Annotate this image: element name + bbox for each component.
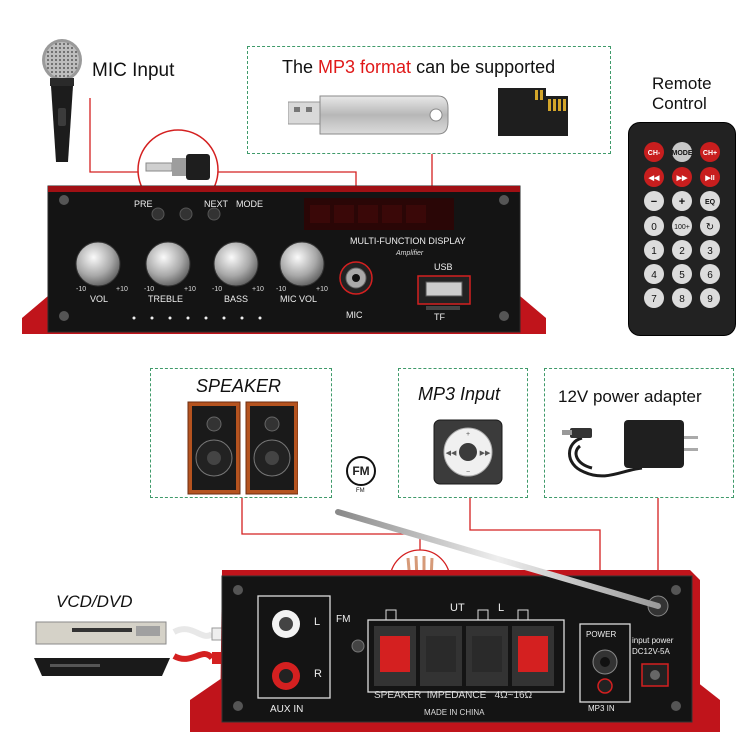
mic-jack-label: MIC xyxy=(346,310,363,320)
knob-treble-max: +10 xyxy=(184,286,196,293)
remote-buttons: CH- MODE CH+ ◀◀ ▶▶ ▶II − + EQ 0 100+ ↻ 1… xyxy=(644,142,720,308)
speakers-icon xyxy=(187,401,298,495)
vcd-dvd-label: VCD/DVD xyxy=(56,592,133,611)
knob-mic-vol-max: +10 xyxy=(316,286,328,293)
mp3-player-icon: + − ◀◀ ▶▶ xyxy=(433,419,503,485)
knob-vol[interactable]: -10 +10 VOL xyxy=(76,286,132,306)
svg-text:+: + xyxy=(466,431,470,438)
mp3-input-box xyxy=(398,368,528,498)
knob-vol-max: +10 xyxy=(116,286,128,293)
fm-antenna-icon: FM xyxy=(346,456,376,486)
remote-ch-plus: CH+ xyxy=(703,150,717,157)
svg-text:▶▶: ▶▶ xyxy=(676,175,688,182)
svg-text:−: − xyxy=(466,469,470,476)
mic-input-label: MIC Input xyxy=(92,60,175,81)
knob-treble-min: -10 xyxy=(144,286,155,293)
amplifier-front-panel xyxy=(22,185,546,334)
knob-treble-label: TREBLE xyxy=(148,294,184,304)
rear-fm-label: FM xyxy=(336,614,351,625)
power-adapter-icon xyxy=(562,420,698,478)
out-label: UT xyxy=(450,602,465,614)
tf-label: TF xyxy=(434,312,445,322)
btn-mode-label: MODE xyxy=(236,199,263,209)
svg-text:+: + xyxy=(679,196,685,208)
knob-treble[interactable]: -10 +10 TREBLE xyxy=(144,286,200,306)
rear-r-label: R xyxy=(314,668,322,680)
remote-key-100: 100+ xyxy=(674,224,690,231)
rear-l-label: L xyxy=(314,616,321,628)
power-adapter-label: 12V power adapter xyxy=(558,387,702,406)
remote-key-2: 2 xyxy=(679,246,685,257)
remote-key-5: 5 xyxy=(679,270,685,281)
mp3-input-label: MP3 Input xyxy=(418,384,501,404)
remote-eq: EQ xyxy=(705,199,716,206)
knob-mic-vol-label: MIC VOL xyxy=(280,294,318,304)
speaker-box xyxy=(150,368,332,498)
svg-text:−: − xyxy=(651,196,657,208)
remote-key-9: 9 xyxy=(707,294,713,305)
aux-in-label: AUX IN xyxy=(270,704,304,715)
made-in-label: MADE IN CHINA xyxy=(424,708,485,717)
power-adapter-box xyxy=(544,368,734,498)
impedance-label: SPEAKER IMPEDANCE 4Ω~16Ω xyxy=(374,690,533,701)
knob-bass-label: BASS xyxy=(224,294,249,304)
power-label: POWER xyxy=(586,630,617,639)
usb-label: USB xyxy=(434,262,453,272)
mp3-in-label: MP3 IN xyxy=(588,704,615,713)
mp3-caption-highlight: MP3 format xyxy=(318,57,412,77)
remote-key-1: 1 xyxy=(651,246,657,257)
mp3-format-box xyxy=(247,46,611,154)
remote-label-line1: Remote xyxy=(652,74,712,93)
remote-key-6: 6 xyxy=(707,270,713,281)
input-power-label: input power xyxy=(632,636,674,645)
remote-key-7: 7 xyxy=(651,294,657,305)
display-label: MULTI-FUNCTION DISPLAY xyxy=(350,236,466,246)
remote-key-0: 0 xyxy=(651,222,657,233)
btn-next-label: NEXT xyxy=(204,199,229,209)
knob-vol-label: VOL xyxy=(90,294,109,304)
remote-key-4: 4 xyxy=(651,270,657,281)
knob-bass-max: +10 xyxy=(252,286,264,293)
dc-rating-label: DC12V-5A xyxy=(632,647,670,656)
microphone-icon xyxy=(42,39,82,162)
remote-label-line2: Control xyxy=(652,94,707,113)
remote-key-3: 3 xyxy=(707,246,713,257)
tf-card-icon xyxy=(498,88,568,136)
knob-bass-min: -10 xyxy=(212,286,223,293)
fm-caption: FM xyxy=(356,488,365,494)
amplifier-rear-panel xyxy=(190,509,720,732)
brand-label: Amplifier xyxy=(396,250,424,257)
btn-prev-label: PRE xyxy=(134,199,153,209)
knob-mic-vol-min: -10 xyxy=(276,286,287,293)
dvd-player-icon xyxy=(34,621,170,676)
remote-ch-minus: CH- xyxy=(648,150,661,157)
out-l-label: L xyxy=(498,602,505,614)
mp3-caption-suffix: can be supported xyxy=(411,57,556,77)
svg-text:▶▶: ▶▶ xyxy=(480,450,491,457)
mp3-format-caption: The MP3 format can be supported xyxy=(282,57,555,78)
mp3-caption-prefix: The xyxy=(282,57,319,77)
speaker-label: SPEAKER xyxy=(196,376,282,396)
remote-key-return: ↻ xyxy=(706,222,714,233)
svg-text:◀◀: ◀◀ xyxy=(648,175,660,182)
knob-vol-min: -10 xyxy=(76,286,87,293)
knob-mic-vol[interactable]: -10 +10 MIC VOL xyxy=(276,286,332,306)
usb-stick-icon xyxy=(288,95,449,135)
svg-text:▶II: ▶II xyxy=(704,175,714,182)
remote-key-8: 8 xyxy=(679,294,685,305)
svg-text:◀◀: ◀◀ xyxy=(446,450,457,457)
knob-bass[interactable]: -10 +10 BASS xyxy=(212,286,268,306)
remote-mode: MODE xyxy=(672,150,693,157)
